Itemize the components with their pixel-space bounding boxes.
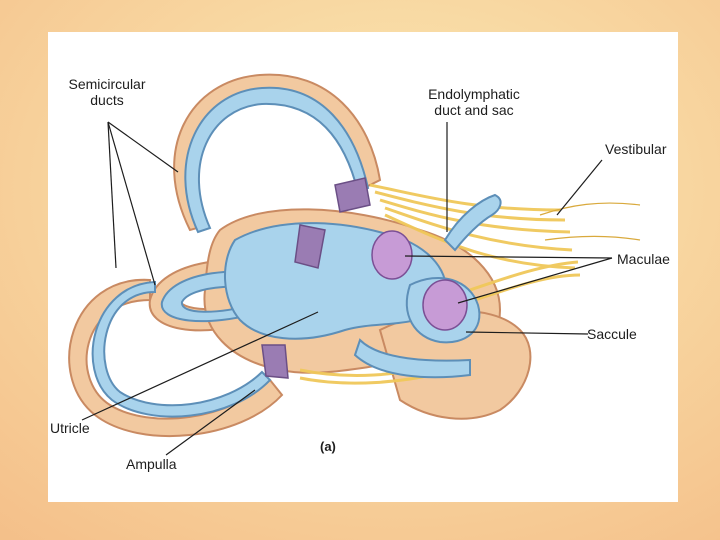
label-semicircular-ducts: Semicircular ducts [60,76,154,108]
label-maculae: Maculae [617,251,670,267]
label-vestibular: Vestibular [605,141,667,157]
label-saccule: Saccule [587,326,637,342]
label-endolymphatic-line1: Endolymphatic [428,86,520,102]
maculae [371,230,468,331]
figure-caption: (a) [320,439,336,454]
cristae [261,177,371,379]
label-endolymphatic-line2: duct and sac [434,102,514,118]
label-semicircular-line1: Semicircular [68,76,146,92]
label-semicircular-line2: ducts [90,92,124,108]
label-endolymphatic: Endolymphatic duct and sac [420,86,528,118]
label-utricle: Utricle [50,420,90,436]
label-ampulla: Ampulla [126,456,177,472]
